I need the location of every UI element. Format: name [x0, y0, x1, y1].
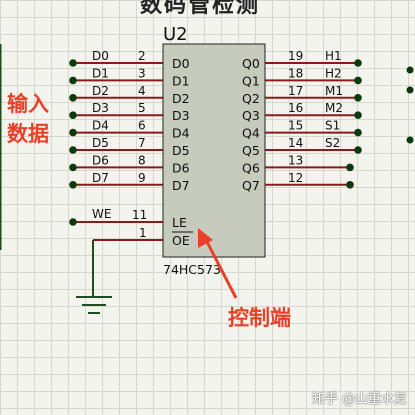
pin-number: 5: [138, 101, 146, 115]
pin-name: Q2: [242, 91, 260, 106]
pin-number: 9: [138, 171, 146, 185]
pin-number: 11: [132, 208, 147, 222]
pin-number: 17: [288, 84, 303, 98]
pin-name: Q6: [242, 160, 260, 175]
pin-number: 4: [138, 84, 146, 98]
node-left-5: [69, 146, 77, 154]
pin-number: 15: [288, 119, 303, 133]
wires: [0, 44, 358, 297]
watermark: 知乎 @山重水复: [311, 392, 407, 407]
pin-name: D1: [172, 73, 190, 88]
chip-body[interactable]: [162, 43, 266, 258]
net-label: D7: [92, 171, 109, 185]
pin-name: D3: [172, 108, 190, 123]
node-le: [69, 218, 77, 226]
pin-name: Q1: [242, 73, 260, 88]
edge-node-1: [406, 86, 414, 94]
net-label: M1: [325, 84, 343, 98]
node-right-4: [354, 128, 362, 137]
junction-nodes: [69, 59, 414, 226]
arrow-icon: [198, 228, 238, 299]
node-left-1: [69, 76, 77, 85]
pin-name: Q5: [242, 143, 260, 158]
control-pin-annotation: 控制端: [228, 306, 291, 330]
pin-name: D7: [172, 178, 190, 193]
node-left-3: [69, 111, 77, 119]
pin-number: 1: [139, 226, 147, 240]
pin-number: 16: [288, 101, 303, 115]
pin-name: Q4: [242, 126, 260, 141]
pin-number: 19: [288, 49, 303, 63]
net-label: D4: [92, 119, 109, 133]
pin-name: D6: [172, 160, 190, 175]
node-left-2: [69, 94, 77, 102]
net-label: H2: [325, 66, 342, 80]
net-label: WE: [92, 207, 111, 221]
pin-number: 8: [138, 153, 146, 167]
net-label: D5: [92, 136, 109, 150]
net-label: D1: [92, 66, 109, 80]
net-label: D2: [92, 84, 109, 98]
node-right-3: [354, 111, 362, 119]
pin-name: D4: [172, 126, 190, 141]
pin-name: Q0: [242, 56, 260, 71]
node-right-2: [354, 94, 362, 102]
net-label: H1: [325, 49, 342, 63]
diagram-title: 数码管检测: [140, 0, 261, 18]
pin-name: LE: [172, 215, 187, 230]
pin-number: 3: [138, 66, 146, 80]
node-left-4: [69, 128, 77, 137]
node-right-1: [354, 76, 362, 85]
net-label: M2: [325, 101, 343, 115]
pin-name: D5: [172, 143, 190, 158]
input-data-annotation: 输入数据: [7, 92, 49, 146]
pin-number: 2: [138, 49, 146, 63]
node-left-0: [69, 59, 77, 67]
edge-node-0: [406, 66, 414, 74]
pin-number: 6: [138, 119, 146, 133]
node-right-0: [354, 59, 362, 67]
pin-name: Q7: [242, 178, 260, 193]
net-label: S1: [325, 119, 340, 133]
node-left-6: [69, 163, 77, 172]
edge-node-2: [406, 136, 414, 144]
net-label: D0: [92, 49, 109, 63]
net-label: D6: [92, 153, 109, 167]
pin-name: Q3: [242, 108, 260, 123]
chip-part-number: 74HC573: [163, 262, 221, 277]
pin-number: 7: [138, 136, 146, 150]
pin-name: D0: [172, 56, 190, 71]
pin-number: 14: [288, 136, 303, 150]
pin-number: 18: [288, 66, 303, 80]
chip-reference: U2: [163, 24, 188, 45]
pin-number: 12: [288, 171, 303, 185]
pin-name: OE: [172, 233, 190, 248]
ground-symbol-icon: [76, 296, 112, 314]
node-right-7: [346, 181, 354, 189]
pin-number: 13: [288, 153, 303, 167]
node-left-7: [69, 181, 77, 189]
node-right-6: [346, 163, 354, 172]
node-right-5: [354, 146, 362, 154]
pin-name: D2: [172, 91, 190, 106]
net-label: S2: [325, 136, 340, 150]
net-label: D3: [92, 101, 109, 115]
